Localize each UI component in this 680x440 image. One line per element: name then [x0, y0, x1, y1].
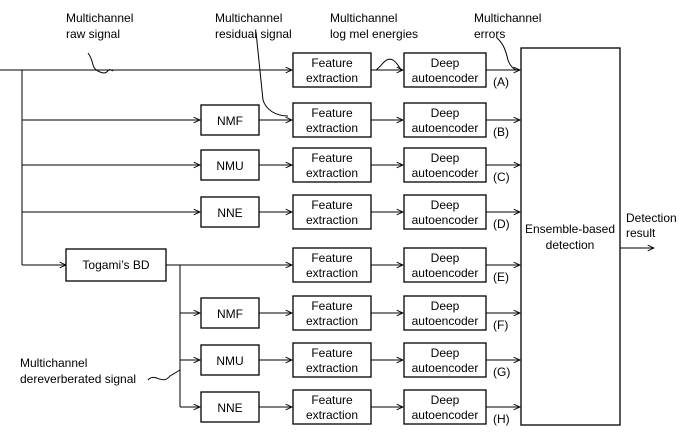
feature-extraction-label-line1: Feature [311, 346, 353, 360]
preprocess-block: NNE [200, 196, 260, 228]
row-label: (H) [493, 412, 510, 426]
deep-autoencoder-label-line2: autoencoder [412, 361, 479, 375]
feature-extraction-label-line2: extraction [306, 266, 358, 280]
raw-signal-annotation-line1: Multichannel [66, 11, 133, 25]
feature-extraction-label-line1: Feature [311, 56, 353, 70]
feature-extraction-label-line2: extraction [306, 408, 358, 422]
dereverberated-annotation-line1: Multichannel [20, 356, 87, 370]
preprocess-block: NMU [200, 344, 260, 376]
togami-bd-label: Togami’s BD [82, 258, 149, 272]
deep-autoencoder-label-line1: Deep [431, 251, 460, 265]
log-mel-annotation-line1: Multichannel [330, 11, 397, 25]
row-label: (E) [493, 270, 509, 284]
row-label: (D) [493, 217, 510, 231]
deep-autoencoder-label-line2: autoencoder [412, 314, 479, 328]
feature-extraction-label-line2: extraction [306, 314, 358, 328]
feature-extraction-label-line1: Feature [311, 198, 353, 212]
dereverberated-pointer [147, 369, 181, 381]
deep-autoencoder-label-line2: autoencoder [412, 266, 479, 280]
feature-extraction-label-line2: extraction [306, 166, 358, 180]
residual-signal-annotation-line1: Multichannel [215, 11, 282, 25]
feature-extraction-label-line2: extraction [306, 71, 358, 85]
deep-autoencoder-label-line1: Deep [431, 151, 460, 165]
preprocess-block: NMF [200, 297, 260, 329]
preprocess-label: NNE [217, 401, 242, 415]
dereverberated-annotation-line2: dereverberated signal [20, 372, 136, 386]
preprocess-block: NMF [200, 104, 260, 136]
deep-autoencoder-label-line1: Deep [431, 393, 460, 407]
pipeline-rows: FeatureextractionDeepautoencoder(A)NMFFe… [22, 52, 520, 426]
togami-bd-block: Togami’s BD [65, 248, 167, 282]
preprocess-block: NNE [200, 391, 260, 423]
deep-autoencoder-label-line1: Deep [431, 299, 460, 313]
deep-autoencoder-label-line2: autoencoder [412, 213, 479, 227]
preprocess-label: NMF [217, 114, 243, 128]
errors-annotation-line1: Multichannel [474, 11, 541, 25]
feature-extraction-label-line1: Feature [311, 393, 353, 407]
deep-autoencoder-label-line2: autoencoder [412, 408, 479, 422]
preprocess-label: NMU [216, 354, 243, 368]
row-label: (G) [493, 365, 510, 379]
ensemble-label-line2: detection [546, 238, 595, 252]
detection-result-line2: result [626, 226, 656, 240]
feature-extraction-label-line1: Feature [311, 106, 353, 120]
row-label: (A) [493, 75, 509, 89]
log-mel-annotation-line2: log mel energies [330, 27, 418, 41]
residual-signal-pointer [255, 31, 289, 117]
feature-extraction-label-line2: extraction [306, 121, 358, 135]
errors-pointer [496, 37, 519, 71]
feature-extraction-label-line2: extraction [306, 213, 358, 227]
detection-result-line1: Detection [626, 211, 677, 225]
deep-autoencoder-label-line2: autoencoder [412, 121, 479, 135]
residual-signal-annotation-line2: residual signal [215, 27, 292, 41]
deep-autoencoder-label-line2: autoencoder [412, 71, 479, 85]
row-label: (F) [493, 318, 508, 332]
feature-extraction-label-line1: Feature [311, 151, 353, 165]
deep-autoencoder-label-line1: Deep [431, 106, 460, 120]
feature-extraction-label-line2: extraction [306, 361, 358, 375]
preprocess-label: NNE [217, 206, 242, 220]
feature-extraction-label-line1: Feature [311, 299, 353, 313]
preprocess-block: NMU [200, 149, 260, 181]
deep-autoencoder-label-line1: Deep [431, 56, 460, 70]
row-label: (B) [493, 125, 509, 139]
deep-autoencoder-label-line1: Deep [431, 198, 460, 212]
errors-annotation-line2: errors [474, 27, 505, 41]
log-mel-pointer [375, 58, 403, 71]
deep-autoencoder-label-line2: autoencoder [412, 166, 479, 180]
preprocess-label: NMF [217, 307, 243, 321]
preprocess-label: NMU [216, 159, 243, 173]
ensemble-label-line1: Ensemble-based [525, 222, 615, 236]
raw-signal-annotation-line2: raw signal [66, 27, 120, 41]
deep-autoencoder-label-line1: Deep [431, 346, 460, 360]
row-label: (C) [493, 170, 510, 184]
feature-extraction-label-line1: Feature [311, 251, 353, 265]
ensemble-detection-block: Ensemble-based detection [520, 47, 621, 426]
